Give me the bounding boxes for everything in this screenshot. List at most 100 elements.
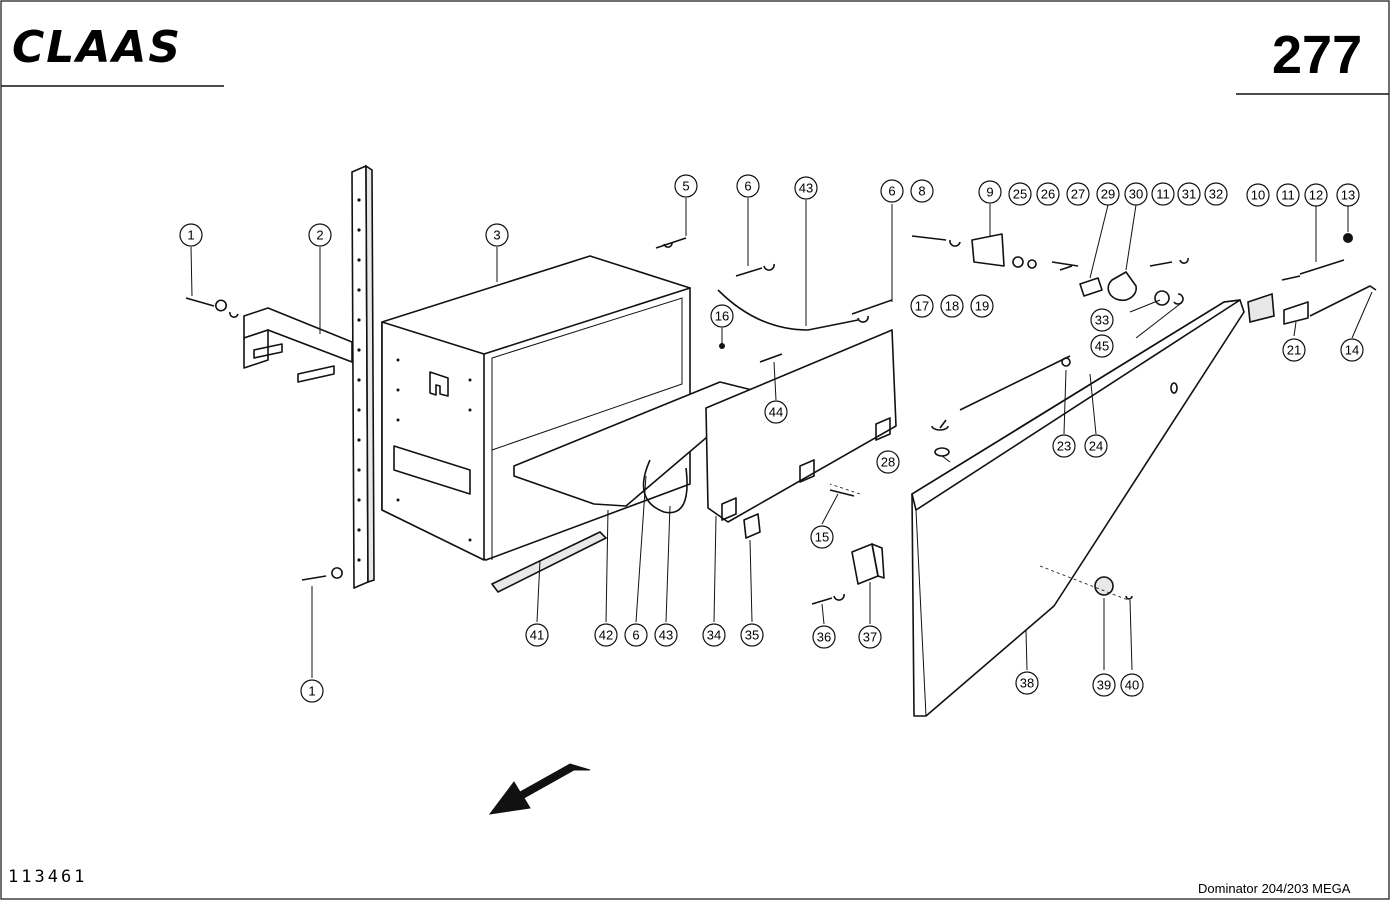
- page-number: 277: [1272, 25, 1362, 85]
- document-number: 113461: [8, 867, 87, 887]
- callout-circle: [594, 623, 618, 647]
- callout-circle: [1204, 182, 1228, 206]
- callout-24: 24: [1084, 434, 1108, 458]
- callout-circle: [1120, 673, 1144, 697]
- callout-19: 19: [970, 294, 994, 318]
- callout-circle: [1336, 183, 1360, 207]
- callout-34: 34: [702, 623, 726, 647]
- callout-circle: [1282, 338, 1306, 362]
- callout-label: 41: [530, 628, 544, 643]
- callout-44: 44: [764, 400, 788, 424]
- callout-circle: [1036, 182, 1060, 206]
- callout-circle: [978, 180, 1002, 204]
- callout-label: 3: [493, 228, 500, 243]
- callout-label: 31: [1182, 187, 1196, 202]
- callout-26: 26: [1036, 182, 1060, 206]
- model-name: Dominator 204/203 MEGA: [1198, 881, 1351, 896]
- callout-label: 27: [1071, 187, 1085, 202]
- callout-label: 32: [1209, 187, 1223, 202]
- callout-label: 15: [815, 530, 829, 545]
- callout-circle: [308, 223, 332, 247]
- callout-label: 21: [1287, 343, 1301, 358]
- callout-10: 10: [1246, 183, 1270, 207]
- callout-circle: [1008, 182, 1032, 206]
- callout-label: 8: [918, 184, 925, 199]
- callout-23: 23: [1052, 434, 1076, 458]
- callout-32: 32: [1204, 182, 1228, 206]
- callout-28: 28: [876, 450, 900, 474]
- callout-label: 19: [975, 299, 989, 314]
- callout-40: 40: [1120, 673, 1144, 697]
- callout-circle: [794, 176, 818, 200]
- callout-label: 11: [1156, 187, 1170, 202]
- callout-label: 33: [1095, 313, 1109, 328]
- callout-circle: [485, 223, 509, 247]
- callout-circle: [1090, 334, 1114, 358]
- callout-35: 35: [740, 623, 764, 647]
- callout-circle: [179, 223, 203, 247]
- callout-circle: [1084, 434, 1108, 458]
- callout-circle: [1151, 182, 1175, 206]
- part-box-housing: [381, 255, 761, 594]
- callout-circle: [1276, 183, 1300, 207]
- callout-43: 43: [654, 623, 678, 647]
- callout-6: 6: [736, 174, 760, 198]
- callout-17: 17: [910, 294, 934, 318]
- claas-logo: CLAAS: [12, 22, 182, 73]
- callout-label: 12: [1309, 188, 1323, 203]
- callout-circle: [812, 625, 836, 649]
- callout-label: 44: [769, 405, 783, 420]
- leader-lines: [190, 198, 1373, 678]
- callout-circle: [1124, 182, 1148, 206]
- callout-41: 41: [525, 623, 549, 647]
- callout-label: 43: [799, 181, 813, 196]
- callout-circle: [970, 294, 994, 318]
- callout-circle: [525, 623, 549, 647]
- callout-13: 13: [1336, 183, 1360, 207]
- callout-circle: [674, 174, 698, 198]
- callout-circle: [1052, 434, 1076, 458]
- callout-9: 9: [978, 180, 1002, 204]
- callout-1: 1: [300, 679, 324, 703]
- part-frame-rail: [243, 164, 375, 589]
- callout-circle: [710, 304, 734, 328]
- callout-11: 11: [1276, 183, 1300, 207]
- callout-circle: [1066, 182, 1090, 206]
- callout-circle: [1304, 183, 1328, 207]
- callout-label: 29: [1101, 187, 1115, 202]
- callout-circle: [702, 623, 726, 647]
- callout-16: 16: [710, 304, 734, 328]
- callout-6: 6: [624, 623, 648, 647]
- callout-circle: [1092, 673, 1116, 697]
- callout-circle: [300, 679, 324, 703]
- direction-arrow-icon: [488, 763, 591, 815]
- callout-circle: [858, 625, 882, 649]
- callout-label: 1: [308, 684, 315, 699]
- callout-38: 38: [1015, 671, 1039, 695]
- callout-label: 23: [1057, 439, 1071, 454]
- callout-5: 5: [674, 174, 698, 198]
- part-hardware: [185, 233, 1377, 605]
- callout-14: 14: [1340, 338, 1364, 362]
- callout-label: 24: [1089, 439, 1103, 454]
- callout-label: 6: [888, 184, 895, 199]
- callout-21: 21: [1282, 338, 1306, 362]
- callout-label: 14: [1345, 343, 1359, 358]
- callout-8: 8: [910, 179, 934, 203]
- callout-circle: [910, 179, 934, 203]
- callout-2: 2: [308, 223, 332, 247]
- callout-circle: [624, 623, 648, 647]
- callout-label: 10: [1251, 188, 1265, 203]
- callout-31: 31: [1177, 182, 1201, 206]
- callout-label: 26: [1041, 187, 1055, 202]
- callout-circle: [654, 623, 678, 647]
- callout-circle: [1096, 182, 1120, 206]
- callout-circle: [810, 525, 834, 549]
- callout-18: 18: [940, 294, 964, 318]
- callout-12: 12: [1304, 183, 1328, 207]
- callout-label: 6: [632, 628, 639, 643]
- callout-label: 30: [1129, 187, 1143, 202]
- callout-circle: [740, 623, 764, 647]
